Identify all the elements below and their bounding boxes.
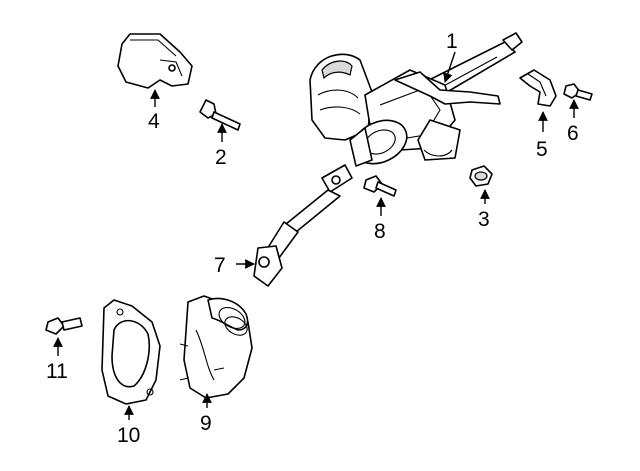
callout-9: 9: [200, 412, 212, 435]
part-4-cover[interactable]: [117, 33, 193, 89]
leader-1: [443, 51, 456, 83]
callout-11: 11: [46, 360, 68, 383]
callout-10: 10: [117, 424, 140, 447]
part-7-intermediate-shaft[interactable]: [253, 164, 353, 287]
part-9-boot[interactable]: [179, 295, 253, 399]
callout-2: 2: [215, 146, 227, 169]
part-2-bolt[interactable]: [199, 99, 241, 131]
callout-6: 6: [567, 122, 579, 145]
callout-5: 5: [536, 138, 548, 161]
callout-8: 8: [374, 220, 386, 243]
part-1-steering-column[interactable]: [309, 32, 523, 172]
part-8-bolt[interactable]: [363, 175, 397, 197]
part-3-nut[interactable]: [469, 165, 493, 187]
callout-3: 3: [478, 208, 490, 231]
callout-labels: 1 2 3 4 5 6 7 8 9 10 11: [46, 30, 579, 447]
part-10-plate[interactable]: [101, 299, 161, 405]
part-5-clip[interactable]: [519, 69, 557, 107]
callout-7: 7: [214, 254, 226, 277]
leader-lines: [53, 51, 579, 420]
part-6-bolt[interactable]: [563, 83, 593, 101]
callout-4: 4: [148, 110, 160, 133]
callout-1: 1: [446, 30, 458, 53]
part-11-bolt[interactable]: [45, 317, 83, 335]
